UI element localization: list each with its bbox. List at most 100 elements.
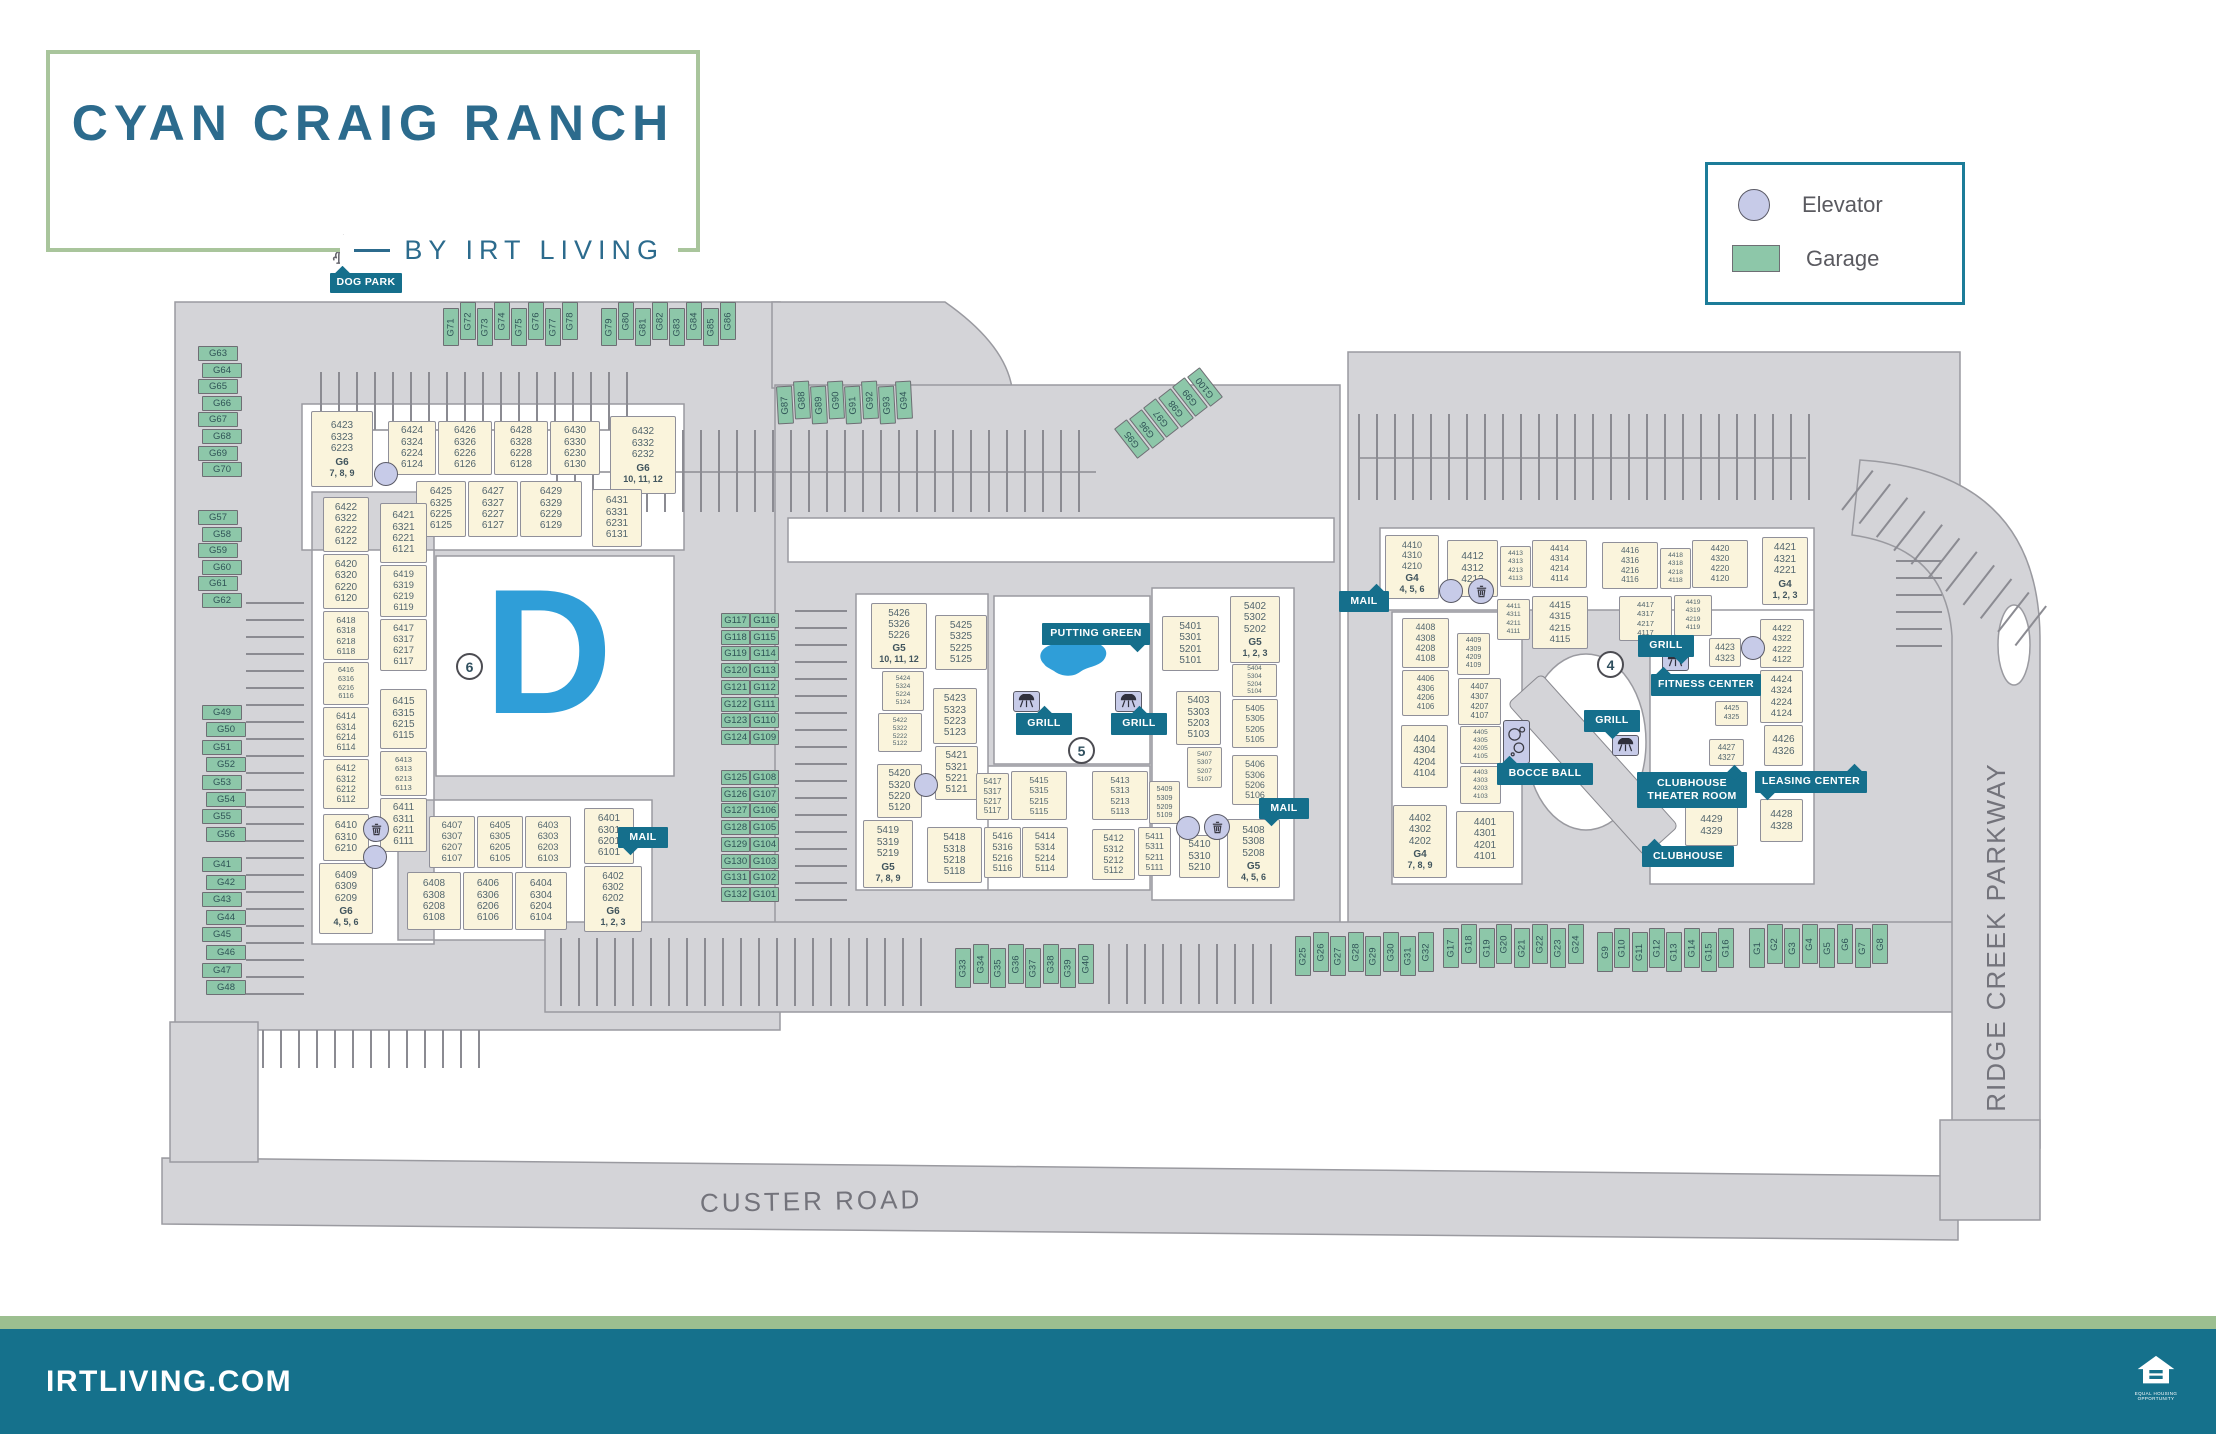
unit-number: 6207: [441, 841, 463, 852]
garage-G65: G65: [198, 379, 238, 395]
garage-G117: G117: [721, 613, 750, 628]
unit-number: 4420: [1710, 543, 1730, 554]
garage-group-units: 4, 5, 6: [1399, 584, 1425, 595]
unit-number: 5403: [1187, 695, 1210, 707]
unit-number: 6306: [476, 889, 500, 901]
unit-number: 4317: [1637, 609, 1654, 619]
unit-number: 5112: [1103, 865, 1124, 876]
unit-number: 6429: [539, 486, 563, 498]
unit-number: 6130: [564, 459, 586, 471]
unit-number: 4210: [1401, 560, 1423, 571]
unit-number: 4421: [1773, 542, 1797, 554]
phase-number-6: 6: [456, 653, 483, 680]
garage-G132: G132: [721, 886, 750, 902]
unit-number: 5418: [943, 832, 966, 844]
unit-number: 4414: [1550, 543, 1569, 554]
unit-number: 4304: [1413, 745, 1436, 757]
legend-item-elevator: Elevator: [1738, 189, 1883, 221]
garage-group-units: 1, 2, 3: [1772, 589, 1798, 600]
unit-number: 6212: [336, 784, 356, 794]
unit-number: 4303: [1473, 777, 1488, 785]
unit-number: 4419: [1685, 599, 1701, 607]
garage-G30: G30: [1382, 932, 1399, 972]
garage-label: G23: [1552, 939, 1564, 957]
unit-number: 6232: [631, 449, 655, 461]
garage-label: G22: [1534, 935, 1546, 953]
unit-number: 4319: [1685, 607, 1701, 615]
unit-number: 6432: [631, 426, 655, 438]
unit-number: 5224: [895, 691, 911, 698]
garage-G119: G119: [721, 646, 750, 662]
elevator-marker: [1176, 816, 1200, 840]
unit-number: 6405: [489, 819, 511, 831]
garage-G2: G2: [1766, 924, 1783, 964]
unit-number: 4217: [1637, 618, 1654, 628]
unit-number: 6328: [510, 436, 532, 448]
garage-G61: G61: [198, 576, 238, 592]
unit-number: 4204: [1413, 756, 1436, 768]
amenity-label: CLUBHOUSE THEATER ROOM: [1647, 776, 1737, 802]
amenity-badge-leasing-center: LEASING CENTER: [1755, 763, 1867, 801]
garage-label: G73: [479, 318, 491, 336]
garage-G12: G12: [1648, 928, 1665, 968]
garage-label: G25: [1297, 947, 1309, 965]
garage-label: G3: [1786, 941, 1798, 955]
garage-label: G72: [462, 312, 474, 330]
garage-label: G123: [723, 715, 748, 727]
unit-number: 6420: [334, 558, 358, 570]
unit-number: 5202: [1243, 623, 1267, 635]
unit-number: 4222: [1772, 643, 1792, 654]
unit-number: 6313: [395, 764, 412, 774]
unit-number: 4418: [1668, 552, 1683, 560]
garage-group-label: G5: [1248, 637, 1262, 649]
unit-number: 5416: [992, 831, 1013, 842]
garage-label: G18: [1463, 935, 1475, 953]
unit-number: 6320: [334, 570, 358, 582]
unit-number: 6417: [393, 622, 414, 634]
unit-number: 4218: [1668, 568, 1683, 576]
unit-number: 5414: [1034, 831, 1056, 842]
unit-number: 5305: [1245, 713, 1265, 724]
unit-number: 5123: [943, 727, 967, 739]
unit-number: 4422: [1772, 623, 1792, 634]
parking-stripes: [560, 938, 938, 1006]
garage-label: G50: [217, 724, 235, 736]
unit-number: 5412: [1103, 833, 1124, 844]
amenity-badge-putting-green: PUTTING GREEN: [1042, 623, 1150, 653]
garage-G3: G3: [1784, 928, 1801, 968]
unit-number: 6105: [489, 851, 511, 863]
unit-number: 4122: [1772, 653, 1792, 664]
website-link[interactable]: IRTLIVING.COM: [46, 1365, 293, 1398]
unit-number: 4220: [1710, 563, 1730, 573]
unit-number: 6119: [393, 600, 414, 612]
unit-number: 6128: [510, 459, 532, 471]
garage-G64: G64: [202, 362, 242, 378]
unit-number: 5212: [1103, 854, 1124, 865]
garage-label: G49: [213, 707, 231, 718]
unit-number: 6122: [334, 535, 358, 547]
garage-G89: G89: [810, 385, 828, 425]
unit-number: 6227: [481, 509, 505, 520]
unit-number: 4329: [1700, 825, 1723, 837]
unit-number: 4310: [1401, 550, 1423, 561]
garage-label: G53: [213, 776, 231, 788]
unit-number: 4101: [1473, 850, 1497, 862]
unit-number: 6409: [334, 869, 358, 881]
garage-G1: G1: [1749, 928, 1765, 968]
unit-number: 4205: [1473, 745, 1488, 752]
